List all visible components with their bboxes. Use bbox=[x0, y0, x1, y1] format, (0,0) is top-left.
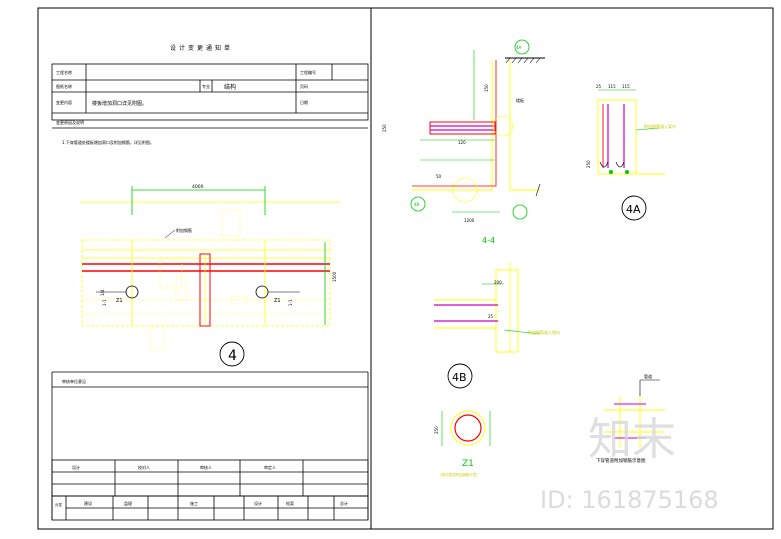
detail-4b-tag: 4B bbox=[452, 371, 467, 384]
change-value: 楼板增加洞口详见附图。 bbox=[92, 100, 147, 107]
change-label: 变更内容 bbox=[56, 99, 72, 105]
opinion-label: 审核单位意见 bbox=[62, 378, 86, 384]
plan-hole-label-left: Z1 bbox=[116, 298, 123, 304]
section-bubble-b: 4B bbox=[414, 202, 420, 207]
discipline-value: 结构 bbox=[224, 83, 236, 91]
section-dim-mid: 120 bbox=[458, 140, 466, 145]
detail-4a-note: 附加钢筋锚入梁内 bbox=[644, 123, 676, 129]
detail-4a-dim-3: 115 bbox=[622, 84, 630, 89]
plan-detail bbox=[80, 186, 340, 367]
plan-section-mark-left: 1-1 bbox=[102, 299, 107, 306]
form-footer-table bbox=[51, 371, 369, 521]
dist-label-3: 监理 bbox=[124, 500, 132, 506]
detail-4b-dim-top: 200 bbox=[494, 280, 502, 285]
watermark-brand: 知末 bbox=[588, 414, 676, 465]
section-title-4-4: 4-4 bbox=[482, 236, 495, 245]
sign-label-2: 校对人 bbox=[138, 464, 150, 470]
detail-z1-note: (洞口周边附加钢筋示意) bbox=[440, 472, 478, 477]
sheet-no-label: 工程编号 bbox=[300, 69, 316, 75]
right-frame bbox=[370, 7, 774, 530]
dist-label-2: 建设 bbox=[84, 500, 92, 506]
discipline-col-label: 专业 bbox=[202, 83, 210, 89]
detail-z1 bbox=[441, 410, 491, 446]
project-label: 工程名称 bbox=[56, 69, 72, 75]
detail-4a-tag: 4A bbox=[626, 203, 641, 216]
detail-pipe-label: 管道 bbox=[644, 373, 652, 379]
reason-label: 变更原因及说明 bbox=[56, 119, 84, 125]
section-dim-bottom: 1200 bbox=[464, 218, 475, 223]
detail-pipe-title: 下穿管道附加钢筋示意图 bbox=[596, 457, 646, 464]
detail-4a bbox=[597, 89, 665, 221]
section-label-slab: 楼板 bbox=[516, 97, 524, 103]
section-4-4 bbox=[410, 39, 545, 220]
page-label: 页码 bbox=[300, 83, 308, 89]
detail-4a-side-dim: 250 bbox=[586, 160, 591, 168]
form-header-table bbox=[51, 63, 369, 129]
plan-detail-no: 4 bbox=[228, 348, 237, 364]
dist-label-7: 总计 bbox=[340, 500, 348, 506]
detail-4b-dim-side: 25 bbox=[488, 314, 494, 319]
section-dim-side: 250 bbox=[382, 124, 387, 132]
section-dim-low: 50 bbox=[436, 174, 442, 179]
detail-4a-dim-1: 25 bbox=[596, 84, 602, 89]
section-dim-top: 150 bbox=[484, 84, 489, 92]
dist-label-5: 设计 bbox=[254, 500, 262, 506]
detail-z1-dim: 250 bbox=[434, 426, 439, 434]
plan-beam-label: 附加钢筋 bbox=[176, 227, 192, 233]
dist-label-6: 档案 bbox=[286, 500, 294, 506]
detail-z1-tag: Z1 bbox=[462, 459, 474, 469]
date-label: 日期 bbox=[300, 99, 308, 105]
sign-label-4: 审定人 bbox=[264, 464, 276, 470]
section-bubble-a: 4A bbox=[516, 45, 522, 50]
detail-pipe bbox=[604, 379, 665, 448]
sign-label-1: 设计 bbox=[72, 464, 80, 470]
detail-4a-dim-2: 115 bbox=[608, 84, 616, 89]
note-text: 1.下穿管道处楼板增加洞口及附加钢筋，详见附图。 bbox=[62, 139, 154, 145]
dist-label-4: 施工 bbox=[190, 500, 198, 506]
detail-4b-note: 附加钢筋锚入墙内 bbox=[528, 329, 560, 335]
detail-4b bbox=[434, 262, 541, 389]
plan-hole-label-right: Z1 bbox=[274, 298, 281, 304]
plan-span-dim: 4000 bbox=[192, 184, 204, 190]
watermark-id: ID: 161875168 bbox=[540, 486, 719, 514]
plan-left-dim: 1/4 bbox=[100, 289, 105, 296]
form-title: 设计变更通知单 bbox=[170, 44, 233, 52]
sign-label-3: 审核人 bbox=[200, 464, 212, 470]
discipline-label: 图纸名称 bbox=[56, 83, 72, 89]
dist-label-1: 分发 bbox=[55, 502, 62, 507]
plan-right-dim: 1500 bbox=[332, 271, 337, 282]
plan-section-mark-right: 1-1 bbox=[288, 299, 293, 306]
